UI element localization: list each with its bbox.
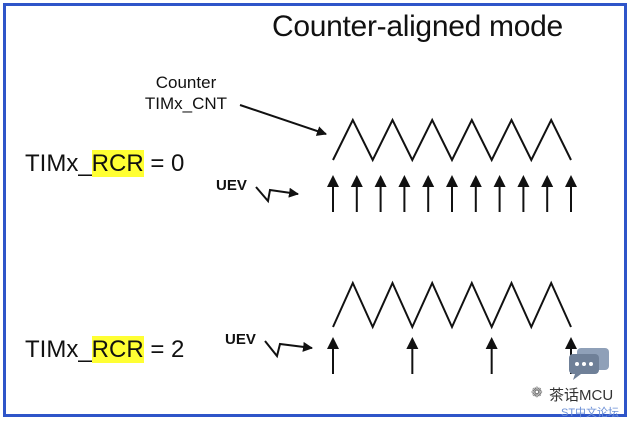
counter-waveform-line xyxy=(332,280,572,330)
uev-arrows-row1 xyxy=(327,175,577,212)
watermark: ❁ 茶话MCU ST中文论坛 xyxy=(531,346,626,419)
uev-arrow-head xyxy=(565,337,577,349)
uev-arrow-head xyxy=(398,175,411,187)
uev-arrow-head xyxy=(446,175,458,187)
wechat-icon: ❁ xyxy=(531,384,543,400)
counter-label-line1: Counter xyxy=(155,73,217,92)
counter-label: Counter TIMx_CNT xyxy=(130,72,242,114)
rcr-label-row1: TIMx_RCR = 0 xyxy=(25,150,184,178)
uev-arrow-head xyxy=(485,337,498,349)
uev-arrow-head xyxy=(327,337,339,349)
uev-pointer-arrow-row2 xyxy=(264,340,313,359)
diagram-title: Counter-aligned mode xyxy=(272,10,563,43)
uev-label-row2: UEV xyxy=(225,331,256,348)
uev-arrow-head xyxy=(406,337,419,349)
counter-pointer-arrow xyxy=(239,104,327,136)
uev-arrow-head xyxy=(350,175,363,187)
counter-waveform-row2 xyxy=(332,280,572,330)
uev-arrow-head xyxy=(541,175,554,187)
uev-label-row1: UEV xyxy=(216,177,247,194)
chat-bubble-icon xyxy=(569,348,609,380)
uev-pointer-arrow-row1 xyxy=(255,186,299,204)
rcr-prefix: TIMx_ xyxy=(25,150,92,177)
uev-arrow-head xyxy=(493,175,506,187)
rcr-highlight: RCR xyxy=(91,150,144,177)
rcr-suffix: = 2 xyxy=(143,336,185,363)
uev-arrow-head xyxy=(469,175,482,187)
uev-arrow-head xyxy=(517,175,530,187)
counter-label-line2: TIMx_CNT xyxy=(144,94,228,113)
rcr-suffix: = 0 xyxy=(143,150,185,177)
uev-arrow-head xyxy=(565,175,577,187)
counter-waveform-row1 xyxy=(332,117,572,163)
watermark-subtext: ST中文论坛 xyxy=(561,407,620,419)
watermark-text: 茶话MCU xyxy=(549,387,614,404)
counter-waveform-line xyxy=(332,117,572,163)
rcr-prefix: TIMx_ xyxy=(25,336,92,363)
uev-arrow-head xyxy=(422,175,435,187)
rcr-label-row2: TIMx_RCR = 2 xyxy=(25,336,184,364)
rcr-highlight: RCR xyxy=(91,336,144,363)
uev-arrow-head xyxy=(374,175,387,187)
uev-arrow-head xyxy=(327,175,339,187)
